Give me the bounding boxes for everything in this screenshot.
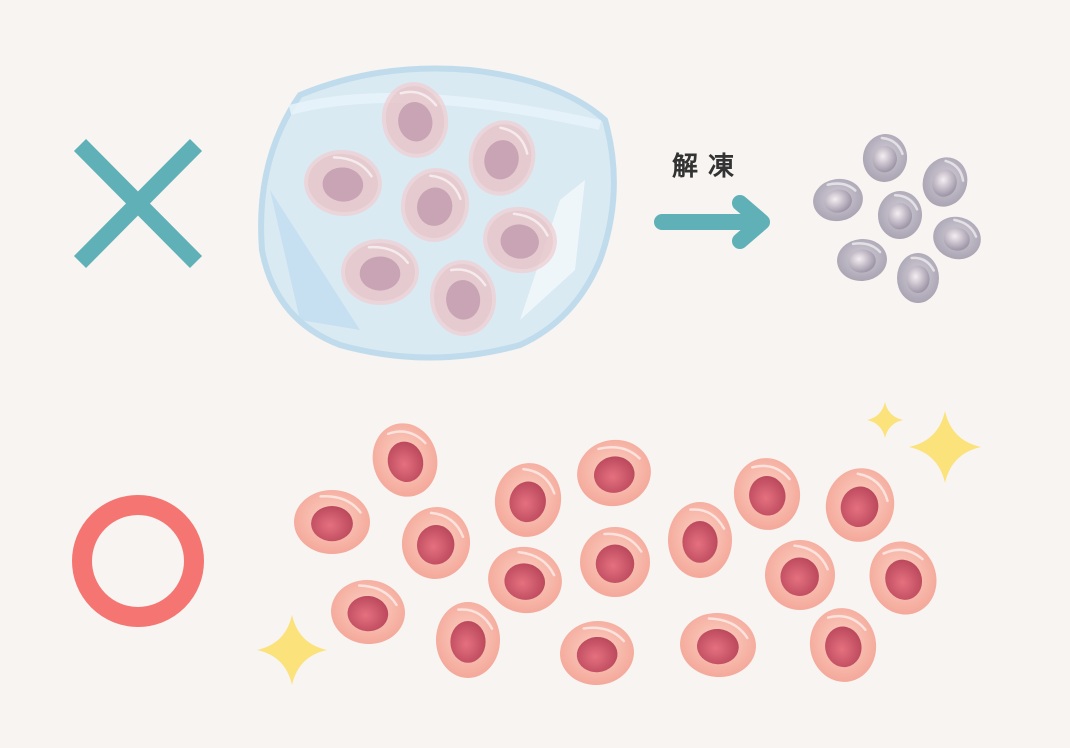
arrow-right-icon bbox=[654, 195, 770, 249]
healthy-cell bbox=[488, 546, 562, 614]
healthy-cell bbox=[494, 463, 562, 537]
sparkle-icon bbox=[257, 615, 327, 685]
frozen-cell bbox=[304, 149, 382, 217]
thaw-label: 解凍 bbox=[672, 152, 745, 182]
healthy-cell bbox=[869, 541, 937, 615]
damaged-cell bbox=[813, 178, 863, 222]
damaged-cell bbox=[837, 238, 887, 282]
damaged-cell bbox=[862, 134, 908, 182]
frozen-cell bbox=[341, 239, 419, 305]
ice-cube bbox=[258, 65, 617, 361]
healthy-cell bbox=[825, 468, 895, 542]
sparkle-icon bbox=[909, 411, 981, 483]
healthy-cell bbox=[668, 502, 732, 578]
frozen-cell bbox=[468, 120, 536, 196]
frozen-cell bbox=[381, 82, 449, 158]
frozen-cell bbox=[483, 206, 557, 274]
healthy-cell bbox=[560, 620, 634, 686]
healthy-cell bbox=[733, 458, 801, 530]
healthy-cell bbox=[580, 527, 650, 597]
frozen-cell bbox=[429, 260, 497, 336]
sparkles bbox=[257, 402, 981, 685]
healthy-cell bbox=[294, 490, 370, 554]
damaged-cell bbox=[922, 157, 968, 207]
healthy-cell bbox=[809, 608, 877, 682]
cross-mark-icon bbox=[73, 139, 203, 268]
damaged-cell bbox=[897, 253, 939, 303]
damaged-cell bbox=[877, 191, 923, 239]
frozen-cell bbox=[400, 168, 470, 242]
healthy-cell bbox=[765, 540, 835, 610]
damaged-cell bbox=[933, 216, 981, 260]
sparkle-icon bbox=[867, 402, 903, 438]
healthy-cell bbox=[577, 439, 651, 507]
healthy-cells bbox=[294, 423, 937, 686]
healthy-cell bbox=[401, 507, 471, 579]
healthy-cell bbox=[436, 602, 500, 678]
healthy-cell bbox=[680, 612, 756, 678]
damaged-cells bbox=[813, 134, 981, 303]
healthy-cell bbox=[372, 423, 438, 497]
healthy-cell bbox=[331, 579, 405, 645]
circle-mark-icon bbox=[72, 495, 204, 627]
